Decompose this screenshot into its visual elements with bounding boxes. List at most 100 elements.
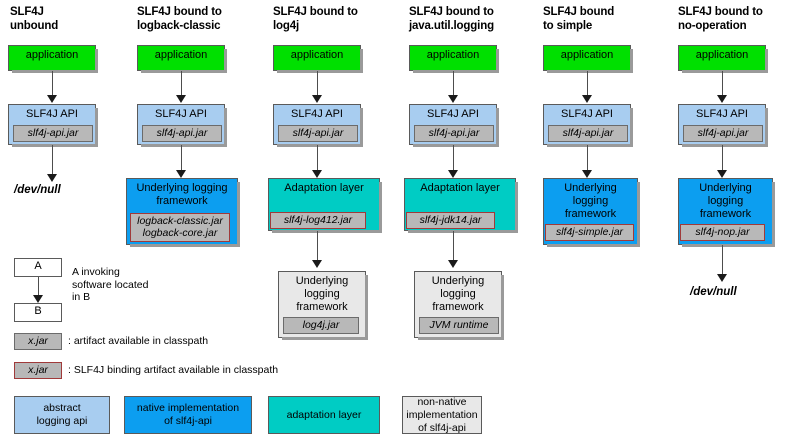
connector-arrowhead — [47, 95, 57, 103]
box-shadow — [765, 108, 768, 147]
box-shadow — [682, 70, 768, 73]
slf4j-api-label: SLF4J API — [427, 108, 479, 120]
legend-connector-line — [38, 277, 39, 299]
box-shadow — [360, 108, 363, 147]
underlying-framework-box-jul: Underlying logging framework JVM runtime — [414, 271, 504, 340]
connector-arrowhead — [312, 170, 322, 178]
connector-arrowhead — [312, 95, 322, 103]
underlying-framework-box-log4j: Underlying logging framework log4j.jar — [278, 271, 368, 340]
box-shadow — [272, 230, 382, 233]
underlying-framework-box-logback: Underlying logging framework logback-cla… — [126, 178, 240, 247]
connector-arrowhead — [312, 260, 322, 268]
connector-line — [587, 145, 588, 174]
box-shadow — [630, 49, 633, 73]
jar-chip-slf4j-api: slf4j-api.jar — [548, 125, 628, 142]
slf4j-api-box-logback: SLF4J API slf4j-api.jar — [137, 104, 227, 147]
column-title-jul: SLF4J bound to java.util.logging — [409, 6, 494, 32]
connector-line — [317, 231, 318, 264]
legend-invocation-description: A invoking software located in B — [72, 266, 149, 303]
legend-connector-arrowhead — [33, 295, 43, 303]
application-box-nop: application — [678, 45, 768, 73]
slf4j-api-box-nop: SLF4J API slf4j-api.jar — [678, 104, 768, 147]
slf4j-api-label: SLF4J API — [696, 108, 748, 120]
application-label: application — [154, 49, 208, 61]
column-title-unbound: SLF4J unbound — [10, 6, 59, 32]
box-shadow — [408, 230, 518, 233]
slf4j-api-box-unbound: SLF4J API slf4j-api.jar — [8, 104, 98, 147]
application-box-log4j: application — [273, 45, 363, 73]
slf4j-api-box-simple: SLF4J API slf4j-api.jar — [543, 104, 633, 147]
legend-box-a: A — [14, 258, 62, 277]
connector-line — [587, 71, 588, 97]
box-shadow — [12, 70, 98, 73]
jar-chip-slf4j-log412: slf4j-log412.jar — [270, 212, 366, 229]
legend-chip-artifact: x.jar — [14, 333, 62, 350]
slf4j-api-box-log4j: SLF4J API slf4j-api.jar — [273, 104, 363, 147]
box-shadow — [682, 144, 768, 147]
box-shadow — [224, 49, 227, 73]
connector-line — [453, 145, 454, 174]
connector-arrowhead — [717, 170, 727, 178]
connector-line — [317, 71, 318, 97]
jar-chip-slf4j-jdk14: slf4j-jdk14.jar — [406, 212, 495, 229]
column-title-nop: SLF4J bound to no-operation — [678, 6, 763, 32]
connector-arrowhead — [717, 274, 727, 282]
jar-chip-log4j: log4j.jar — [283, 317, 359, 334]
application-label: application — [290, 49, 344, 61]
jar-chip-slf4j-simple: slf4j-simple.jar — [545, 224, 634, 241]
slf4j-api-label: SLF4J API — [291, 108, 343, 120]
slf4j-api-box-jul: SLF4J API slf4j-api.jar — [409, 104, 499, 147]
connector-arrowhead — [582, 170, 592, 178]
underlying-framework-label: Underlying logging framework — [295, 275, 349, 313]
jar-chip-slf4j-api: slf4j-api.jar — [278, 125, 358, 142]
connector-line — [52, 145, 53, 178]
connector-arrowhead — [448, 170, 458, 178]
box-shadow — [630, 108, 633, 147]
connector-line — [181, 71, 182, 97]
box-shadow — [547, 70, 633, 73]
column-title-logback-classic: SLF4J bound to logback-classic — [137, 6, 222, 32]
column-title-log4j: SLF4J bound to log4j — [273, 6, 358, 32]
adaptation-layer-label: Adaptation layer — [420, 182, 500, 194]
box-shadow — [496, 108, 499, 147]
connector-arrowhead — [717, 95, 727, 103]
box-shadow — [496, 49, 499, 73]
column-title-simple: SLF4J bound to simple — [543, 6, 615, 32]
slf4j-api-label: SLF4J API — [26, 108, 78, 120]
jar-chip-slf4j-api: slf4j-api.jar — [142, 125, 222, 142]
underlying-framework-label: Underlying logging framework — [431, 275, 485, 313]
box-shadow — [379, 182, 382, 233]
jar-chip-slf4j-api: slf4j-api.jar — [13, 125, 93, 142]
application-label: application — [426, 49, 480, 61]
box-shadow — [224, 108, 227, 147]
application-box-unbound: application — [8, 45, 98, 73]
adaptation-layer-box-log4j: Adaptation layer slf4j-log412.jar — [268, 178, 382, 233]
box-shadow — [547, 244, 640, 247]
box-shadow — [501, 275, 504, 340]
legend-swatch-adaptation-layer: adaptation layer — [268, 396, 380, 434]
connector-line — [181, 145, 182, 174]
application-box-simple: application — [543, 45, 633, 73]
connector-line — [722, 245, 723, 278]
legend-binding-artifact-description: : SLF4J binding artifact available in cl… — [68, 364, 279, 376]
jar-chip-slf4j-api: slf4j-api.jar — [683, 125, 763, 142]
slf4j-api-label: SLF4J API — [561, 108, 613, 120]
legend-swatch-non-native-implementation: non-native implementation of slf4j-api — [402, 396, 482, 434]
adaptation-layer-box-jul: Adaptation layer slf4j-jdk14.jar — [404, 178, 518, 233]
box-shadow — [360, 49, 363, 73]
jar-chip-slf4j-api: slf4j-api.jar — [414, 125, 494, 142]
application-label: application — [695, 49, 749, 61]
underlying-framework-label: Underlying logging framework — [699, 182, 752, 220]
box-shadow — [130, 244, 240, 247]
legend-swatch-abstract-logging-api: abstract logging api — [14, 396, 110, 434]
connector-arrowhead — [176, 95, 186, 103]
box-shadow — [95, 49, 98, 73]
jar-chip-slf4j-nop: slf4j-nop.jar — [680, 224, 765, 241]
box-shadow — [95, 108, 98, 147]
connector-line — [453, 71, 454, 97]
legend-swatch-native-implementation: native implementation of slf4j-api — [124, 396, 252, 434]
connector-arrowhead — [582, 95, 592, 103]
connector-line — [722, 71, 723, 97]
application-label: application — [25, 49, 79, 61]
